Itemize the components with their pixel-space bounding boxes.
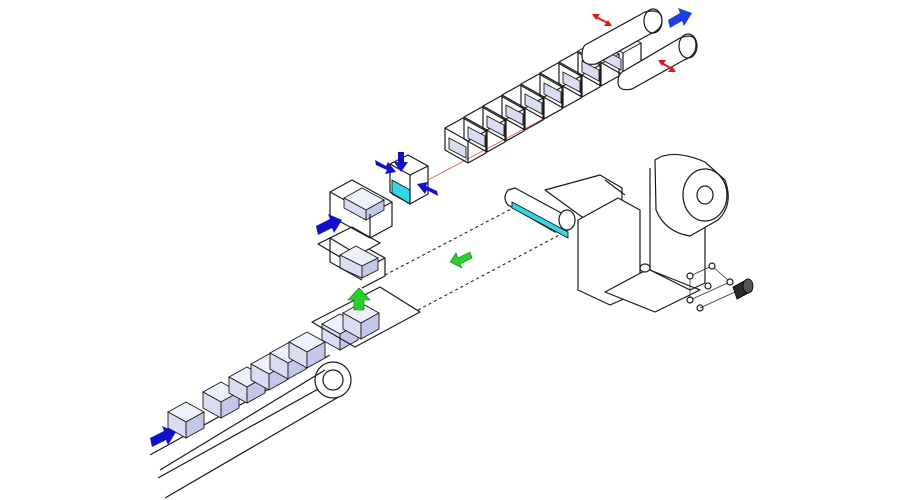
drive-motor [732, 278, 754, 300]
product-box [167, 401, 205, 439]
sealing-bar [511, 201, 569, 239]
film-unwind-unit [504, 153, 729, 313]
side-push-arrow-icon [375, 152, 438, 196]
film-roll [682, 168, 728, 222]
product-box [288, 331, 326, 369]
adjustment-arrow-icon [658, 60, 676, 72]
wrap-station [317, 226, 386, 289]
feed-arrow-icon [316, 214, 342, 235]
output-arrow-icon [668, 8, 692, 28]
feed-arrow-icon [150, 426, 176, 447]
output-belt [581, 8, 698, 91]
tension-linkage [686, 262, 736, 312]
infeed-conveyor [149, 354, 352, 499]
film-path-line [427, 109, 561, 181]
folding-station [329, 179, 393, 239]
conveyor-roller [314, 361, 352, 399]
product-box [342, 302, 380, 340]
adjustment-arrow-icon [592, 14, 612, 26]
lift-arrow-icon [347, 287, 371, 311]
film-web [384, 206, 566, 311]
film-direction-arrow-icon [449, 251, 473, 269]
products-on-conveyor [167, 302, 380, 439]
